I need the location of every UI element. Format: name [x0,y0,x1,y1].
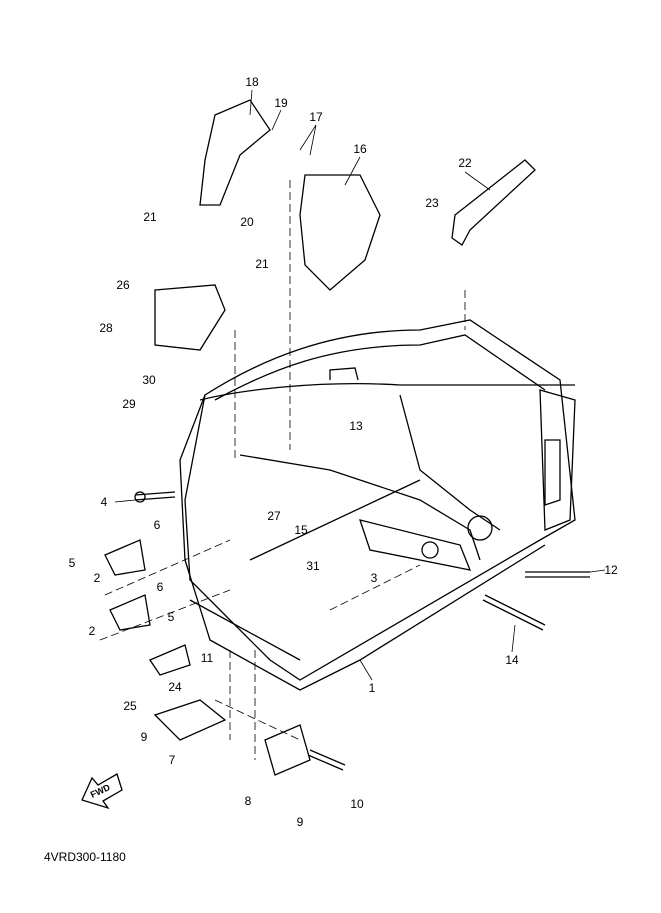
callout-21b: 21 [255,257,269,271]
callout-14: 14 [505,653,519,667]
callout-16: 16 [353,142,367,156]
callout-29: 29 [122,397,136,411]
callout-27: 27 [267,509,281,523]
callout-4: 4 [100,495,108,509]
fwd-arrow-icon [81,773,123,810]
callout-6b: 6 [156,580,164,594]
cover-16 [299,174,381,291]
callout-7: 7 [168,753,176,767]
callout-13: 13 [349,419,363,433]
plate-7 [153,699,227,741]
callout-1: 1 [368,681,376,695]
callout-30: 30 [142,373,156,387]
callout-6: 6 [153,518,161,532]
callout-22: 22 [458,156,472,170]
callout-17: 17 [309,110,323,124]
callout-11: 11 [200,651,214,665]
frame-outline [184,319,576,681]
callout-9: 9 [140,730,148,744]
callout-15: 15 [294,523,308,537]
callout-12: 12 [604,563,618,577]
plate-8 [264,724,311,776]
callout-3: 3 [370,571,378,585]
callout-8: 8 [244,794,252,808]
callout-2: 2 [93,571,101,585]
callout-10: 10 [350,797,364,811]
cover-18 [199,99,271,206]
callout-9b: 9 [296,815,304,829]
callout-5b: 5 [167,610,175,624]
callout-28: 28 [99,321,113,335]
callout-5: 5 [68,556,76,570]
bracket-26 [154,284,226,351]
callout-19: 19 [274,96,288,110]
callout-23: 23 [425,196,439,210]
callout-21: 21 [143,210,157,224]
callout-18: 18 [245,75,259,89]
callout-20: 20 [240,215,254,229]
bracket-22 [451,159,536,246]
callout-26: 26 [116,278,130,292]
callout-24: 24 [168,680,182,694]
diagram-code: 4VRD300-1180 [44,850,126,864]
callout-2b: 2 [88,624,96,638]
callout-25: 25 [123,699,137,713]
callout-31: 31 [306,559,320,573]
